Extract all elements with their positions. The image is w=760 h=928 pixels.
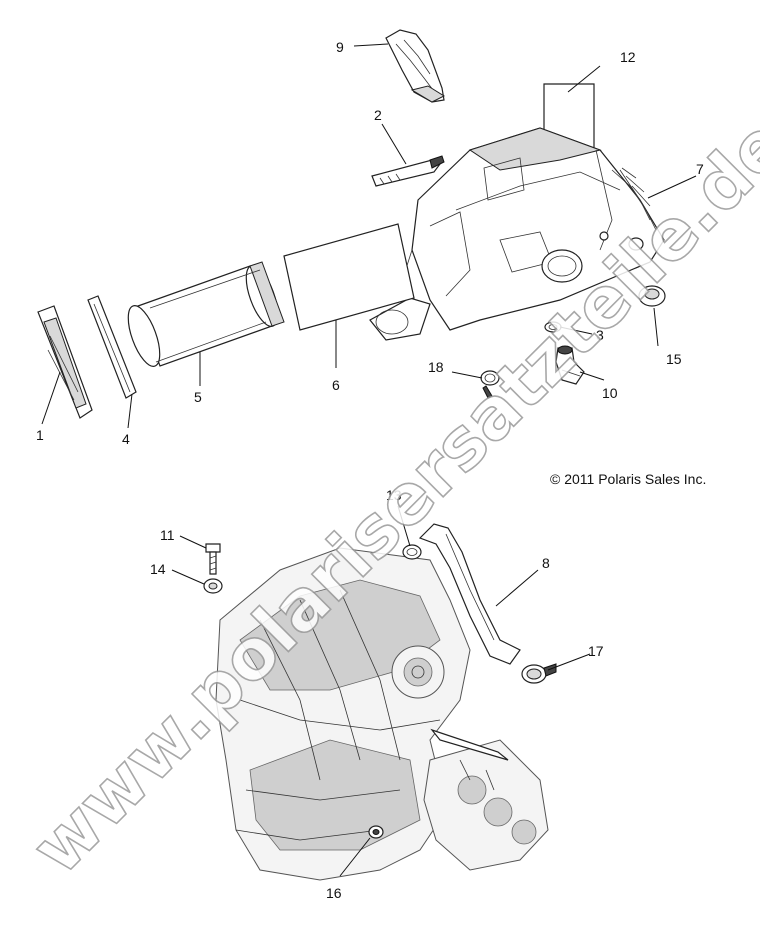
callout-6: 6 bbox=[332, 377, 340, 393]
callout-2: 2 bbox=[374, 107, 382, 123]
callout-15: 15 bbox=[666, 351, 682, 367]
callout-12: 12 bbox=[620, 49, 636, 65]
throttle-body-assembly bbox=[423, 728, 549, 871]
callout-17: 17 bbox=[588, 643, 604, 659]
callout-7: 7 bbox=[696, 161, 704, 177]
callout-18: 18 bbox=[428, 359, 444, 375]
callout-9: 9 bbox=[336, 39, 344, 55]
callout-4: 4 bbox=[122, 431, 130, 447]
callout-5: 5 bbox=[194, 389, 202, 405]
callout-3: 3 bbox=[596, 327, 604, 343]
part-16-nut bbox=[368, 825, 384, 839]
part-6-filter-sleeve bbox=[283, 223, 415, 331]
callout-13: 13 bbox=[386, 487, 402, 503]
part-9-bracket bbox=[385, 29, 446, 103]
callout-10: 10 bbox=[602, 385, 618, 401]
part-5-air-filter bbox=[127, 261, 285, 367]
part-7-airbox-housing bbox=[369, 127, 665, 341]
callout-11: 11 bbox=[160, 527, 175, 543]
part-13-clamp bbox=[402, 544, 422, 560]
callout-16: 16 bbox=[326, 885, 342, 901]
part-1-cover bbox=[37, 305, 93, 419]
part-8-hose bbox=[418, 523, 521, 665]
callout-8: 8 bbox=[542, 555, 550, 571]
part-4-filter-frame bbox=[87, 295, 137, 399]
part-14-washer bbox=[203, 578, 223, 594]
part-11-bolt bbox=[205, 543, 221, 575]
part-15-grommet bbox=[638, 285, 666, 307]
copyright-text: © 2011 Polaris Sales Inc. bbox=[550, 471, 706, 487]
leader-lines bbox=[41, 43, 697, 877]
engine-assembly bbox=[215, 547, 471, 881]
part-2-latch bbox=[371, 155, 445, 187]
part-17-clamp bbox=[521, 663, 557, 684]
callout-labels: 9 12 2 7 3 15 18 10 6 5 4 1 13 8 11 14 1… bbox=[36, 39, 704, 901]
callout-1: 1 bbox=[36, 427, 44, 443]
part-10-drain-valve bbox=[555, 345, 585, 385]
callout-14: 14 bbox=[150, 561, 166, 577]
